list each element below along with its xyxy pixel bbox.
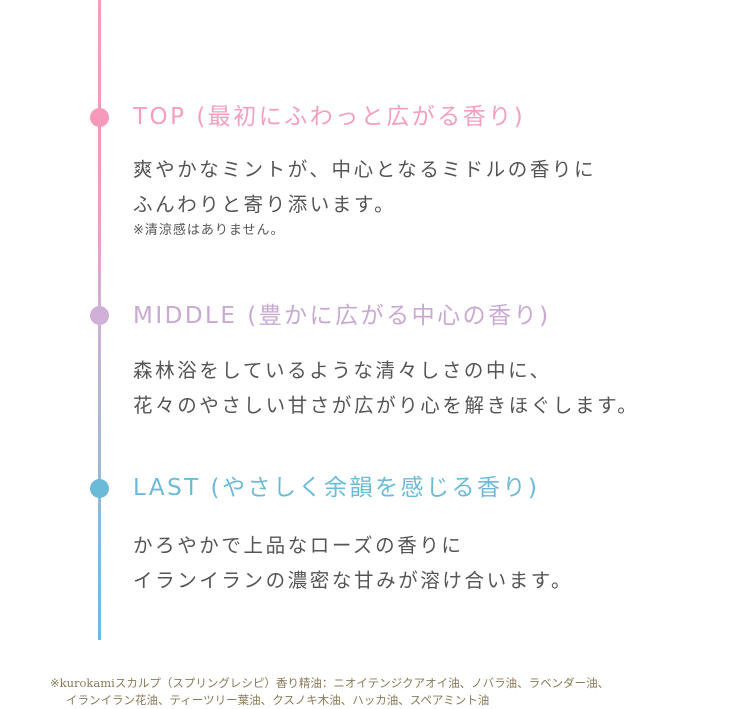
section-heading: TOP (最初にふわっと広がる香り) bbox=[133, 104, 526, 130]
footnote-line: イランイラン花油、ティーツリー葉油、クスノキ木油、ハッカ油、スペアミント油 bbox=[66, 693, 490, 707]
section-text-line: 花々のやさしい甘さが広がり心を解きほぐします。 bbox=[133, 394, 640, 417]
section-middle: MIDDLE (豊かに広がる中心の香り) 森林浴をしているような清々しさの中に、… bbox=[133, 301, 639, 423]
section-text-line: 森林浴をしているような清々しさの中に、 bbox=[133, 359, 552, 382]
section-text-line: イランイランの濃密な甘みが溶け合います。 bbox=[133, 569, 574, 592]
section-text-line: ふんわりと寄り添います。 bbox=[133, 193, 397, 216]
footnote: ※kurokamiスカルプ（スプリングレシピ）香り精油：ニオイテンジクアオイ油、… bbox=[50, 675, 609, 709]
timeline-dot-last bbox=[90, 479, 109, 498]
section-note: ※清涼感はありません。 bbox=[133, 223, 285, 238]
section-last: LAST (やさしく余韻を感じる香り) かろやかで上品なローズの香りに イランイ… bbox=[133, 473, 573, 598]
section-top: TOP (最初にふわっと広がる香り) 爽やかなミントが、中心となるミドルの香りに… bbox=[133, 102, 596, 240]
footnote-line: ※kurokamiスカルプ（スプリングレシピ）香り精油：ニオイテンジクアオイ油、… bbox=[50, 676, 610, 690]
section-text-line: 爽やかなミントが、中心となるミドルの香りに bbox=[133, 158, 597, 181]
timeline-dot-middle bbox=[90, 306, 109, 325]
section-heading: LAST (やさしく余韻を感じる香り) bbox=[133, 475, 540, 501]
section-heading: MIDDLE (豊かに広がる中心の香り) bbox=[133, 303, 551, 329]
section-text-line: かろやかで上品なローズの香りに bbox=[133, 534, 464, 557]
timeline-dot-top bbox=[90, 108, 109, 127]
